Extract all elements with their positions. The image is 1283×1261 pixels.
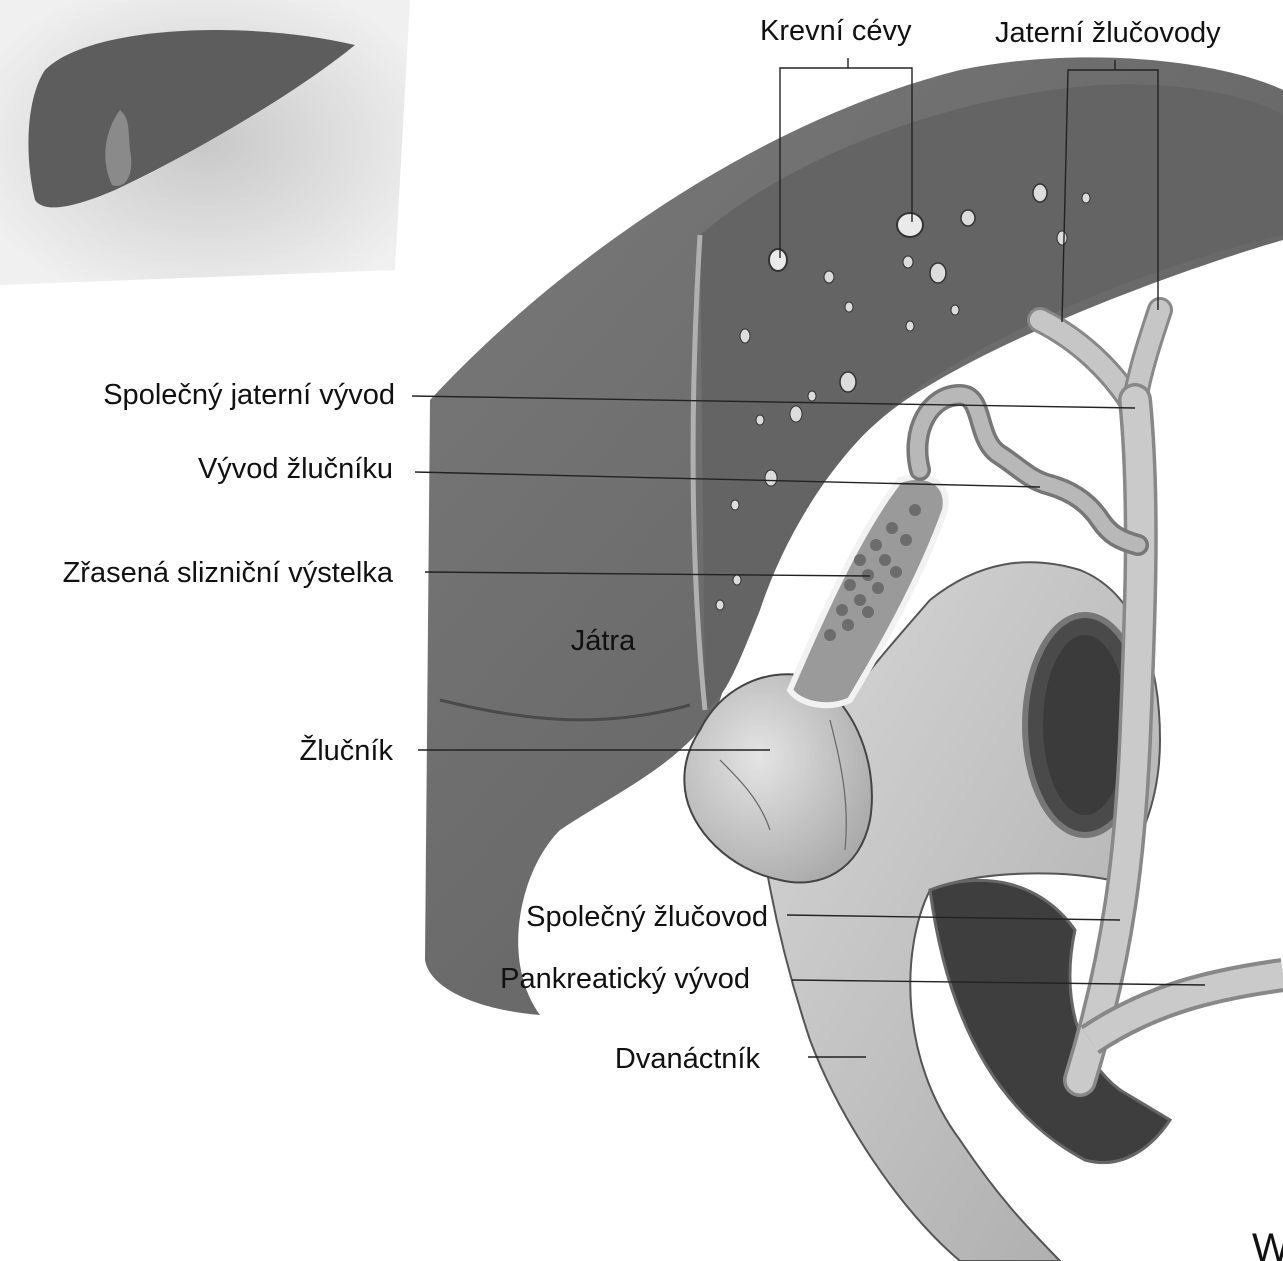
vessel-hole <box>1057 231 1067 245</box>
label-jaterni-zlucovody: Jaterní žlučovody <box>995 17 1221 49</box>
vessel-hole <box>1082 193 1090 203</box>
vessel-hole <box>930 263 946 283</box>
label-dvanactnik: Dvanáctník <box>615 1043 761 1075</box>
label-corner-fragment: W <box>1252 1226 1283 1261</box>
vessel-hole <box>808 391 816 401</box>
label-spolecny-zlucovod: Společný žlučovod <box>526 901 768 933</box>
vessel-hole <box>906 321 914 331</box>
inset-liver-overview <box>0 0 410 285</box>
vessel-hole <box>824 271 834 283</box>
label-zlucnik: Žlučník <box>300 734 394 767</box>
label-jatra: Játra <box>571 625 636 657</box>
vessel-hole <box>840 372 856 392</box>
label-zrasena-vystelka: Zřasená slizniční výstelka <box>63 557 394 589</box>
duodenum-lumen-inner <box>1043 635 1127 815</box>
vessel-hole <box>790 406 802 422</box>
vessel-hole <box>845 302 853 312</box>
vessel-hole <box>897 213 923 237</box>
label-vyvod-zlucniku: Vývod žlučníku <box>198 453 393 485</box>
label-pankreaticky-vyvod: Pankreatický vývod <box>500 963 750 995</box>
label-spolecny-jaterni-vyvod: Společný jaterní vývod <box>103 379 395 411</box>
vessel-hole <box>731 500 739 510</box>
vessel-hole <box>733 575 741 585</box>
vessel-hole <box>716 600 724 610</box>
vessel-hole <box>740 329 750 343</box>
label-krevni-cevy: Krevní cévy <box>760 15 912 47</box>
vessel-hole <box>961 210 975 226</box>
vessel-hole <box>951 305 959 315</box>
vessel-hole <box>1033 184 1047 202</box>
vessel-hole <box>903 256 913 268</box>
vessel-hole <box>756 415 764 425</box>
vessel-hole <box>765 470 777 486</box>
vessel-hole <box>769 249 787 271</box>
